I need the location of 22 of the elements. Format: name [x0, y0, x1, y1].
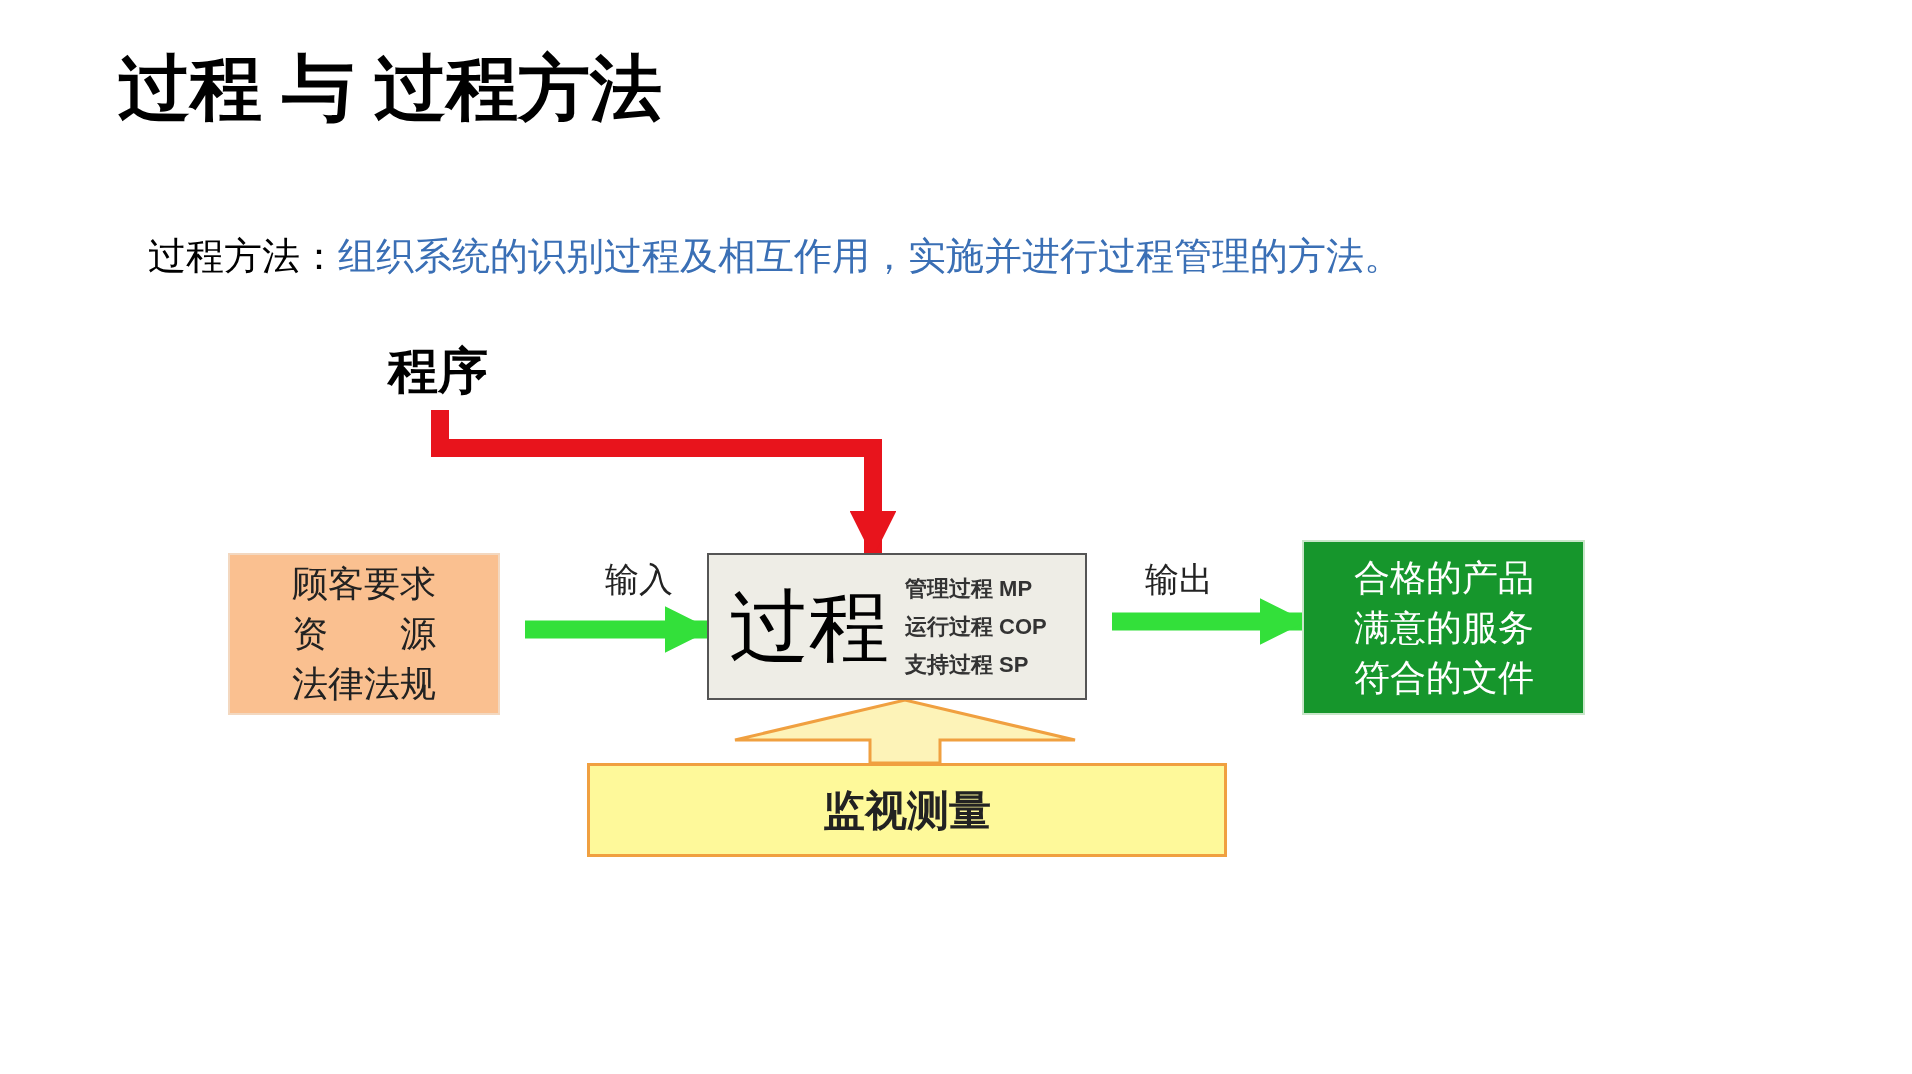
process-type: 运行过程 COP	[905, 612, 1047, 641]
term-label: 过程方法：	[148, 234, 338, 279]
edge-label: 输出	[1145, 562, 1213, 596]
procedure-label: 程序	[388, 346, 488, 396]
output-item: 合格的产品	[1353, 555, 1534, 600]
slide-title: 过程 与 过程方法	[118, 52, 662, 124]
monitoring-text: 监视测量	[823, 785, 991, 836]
output-box	[1302, 540, 1585, 715]
output-item: 满意的服务	[1353, 605, 1534, 650]
monitoring-box	[587, 763, 1227, 857]
input-item: 法律法规	[292, 662, 436, 706]
definition-text: 组织系统的识别过程及相互作用，实施并进行过程管理的方法。	[338, 234, 1402, 279]
input-item: 资 源	[292, 612, 436, 656]
input-box	[228, 553, 500, 715]
edge-label: 输入	[605, 562, 673, 596]
output-item: 符合的文件	[1353, 655, 1534, 700]
block-arrow	[733, 698, 1077, 765]
process-title: 过程	[729, 586, 889, 667]
process-type: 管理过程 MP	[905, 574, 1034, 603]
input-item: 顾客要求	[292, 562, 436, 606]
process-box	[707, 553, 1087, 700]
process-type: 支持过程 SP	[905, 650, 1030, 679]
